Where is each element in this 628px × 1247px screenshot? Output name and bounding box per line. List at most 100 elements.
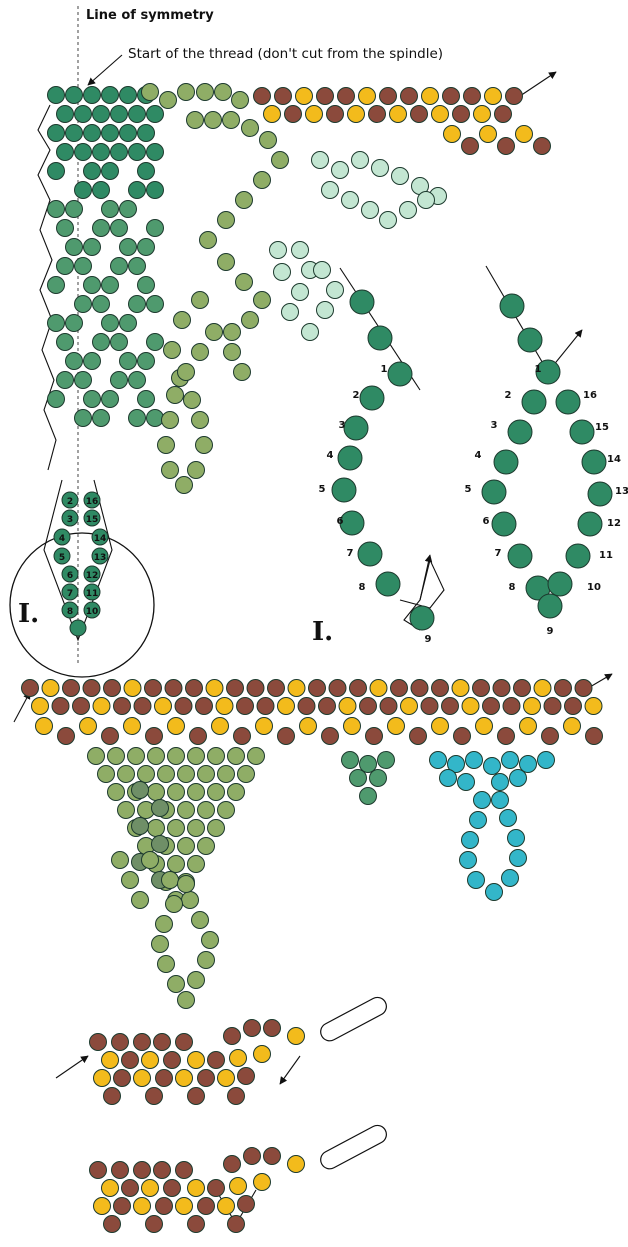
bead-olive [236, 274, 253, 291]
bead-sample-b [198, 1198, 215, 1215]
bead-top-band [390, 106, 407, 123]
bead-left-motif [147, 296, 164, 313]
bead-olive-diamond [192, 912, 209, 929]
loop-right-number: 8 [509, 582, 516, 593]
bead-band [421, 698, 438, 715]
bead-olive-triangle [218, 766, 235, 783]
bead-sample-a [94, 1070, 111, 1087]
bead-loop-right [556, 390, 580, 414]
bead-band [114, 698, 131, 715]
bead-left-motif [57, 258, 74, 275]
bead-band [410, 728, 427, 745]
bead-olive [178, 84, 195, 101]
bead-left-motif [66, 315, 83, 332]
bead-sample-b [176, 1162, 193, 1179]
bead-top-band [462, 138, 479, 155]
bead-sample-a [244, 1020, 261, 1037]
bead-left-motif [93, 334, 110, 351]
bead-olive-triangle [228, 748, 245, 765]
inset-number: 10 [86, 607, 99, 617]
bead-loop-right [508, 544, 532, 568]
bead-mint [314, 262, 331, 279]
bead-left-motif [93, 296, 110, 313]
entry-arrow [56, 1056, 88, 1078]
bead-left-motif [120, 125, 137, 142]
bead-sample-a [198, 1070, 215, 1087]
bead-left-motif [75, 372, 92, 389]
bead-top-band [317, 88, 334, 105]
bead-olive-diamond [142, 852, 159, 869]
bead-loop-right [538, 594, 562, 618]
bead-left-motif [102, 277, 119, 294]
bead-left-motif [129, 106, 146, 123]
bead-band [350, 680, 367, 697]
bead-olive [167, 387, 184, 404]
bead-left-motif [111, 220, 128, 237]
bead-olive [160, 92, 177, 109]
bead-sample-a [176, 1070, 193, 1087]
bead-left-motif [111, 334, 128, 351]
bead-olive-triangle [108, 748, 125, 765]
bead-left-motif [138, 163, 155, 180]
bead-olive-triangle [108, 784, 125, 801]
bead-sample-a [154, 1034, 171, 1051]
bead-band [216, 698, 233, 715]
bead-band [524, 698, 541, 715]
bead-band [564, 718, 581, 735]
bead-band [257, 698, 274, 715]
bead-sample-a [112, 1034, 129, 1051]
bead-left-motif [57, 106, 74, 123]
bead-teal [460, 852, 477, 869]
bead-sample-a [90, 1034, 107, 1051]
bead-mint [327, 282, 344, 299]
thread-arrow [420, 555, 430, 600]
bead-gray-green [132, 818, 149, 835]
bead-loop-right [500, 294, 524, 318]
bead-left-motif [138, 239, 155, 256]
bead-sample-a [134, 1070, 151, 1087]
bead-loop-right [548, 572, 572, 596]
bead-band [391, 680, 408, 697]
bead-band [256, 718, 273, 735]
bead-loop-right [578, 512, 602, 536]
bead-left-motif [129, 372, 146, 389]
thread-line [486, 266, 548, 372]
bead-band [22, 680, 39, 697]
bead-olive [192, 412, 209, 429]
bead-left-motif [147, 106, 164, 123]
bead-band [473, 680, 490, 697]
bead-loop-right [492, 512, 516, 536]
bead-loop-left [340, 511, 364, 535]
bead-teal [468, 872, 485, 889]
bead-green-triangle [360, 788, 377, 805]
bead-left-motif [48, 87, 65, 104]
bead-left-motif [75, 182, 92, 199]
bead-sample-a [224, 1028, 241, 1045]
bead-sample-a [264, 1020, 281, 1037]
bead-green-triangle [350, 770, 367, 787]
bead-band [329, 680, 346, 697]
bead-sample-b [228, 1216, 245, 1233]
bead-loop-left [360, 386, 384, 410]
bead-sample-b [244, 1148, 261, 1165]
bead-sample-a [254, 1046, 271, 1063]
bead-top-band [464, 88, 481, 105]
bead-sample-a [218, 1070, 235, 1087]
bead-left-motif [84, 87, 101, 104]
bead-mint [270, 242, 287, 259]
bead-loop-right [508, 420, 532, 444]
bead-sample-b [238, 1196, 255, 1213]
bead-left-motif [93, 220, 110, 237]
loop-right-number: 10 [587, 582, 601, 593]
bead-band [227, 680, 244, 697]
bead-left-motif [75, 144, 92, 161]
bead-olive-diamond [182, 892, 199, 909]
bead-left-motif [75, 410, 92, 427]
bead-olive [242, 120, 259, 137]
bead-sample-a [104, 1088, 121, 1105]
bead-olive [234, 364, 251, 381]
loop-right-number: 6 [483, 516, 490, 527]
bead-left-motif [57, 144, 74, 161]
bead-band [542, 728, 559, 745]
bead-olive-diamond [202, 932, 219, 949]
